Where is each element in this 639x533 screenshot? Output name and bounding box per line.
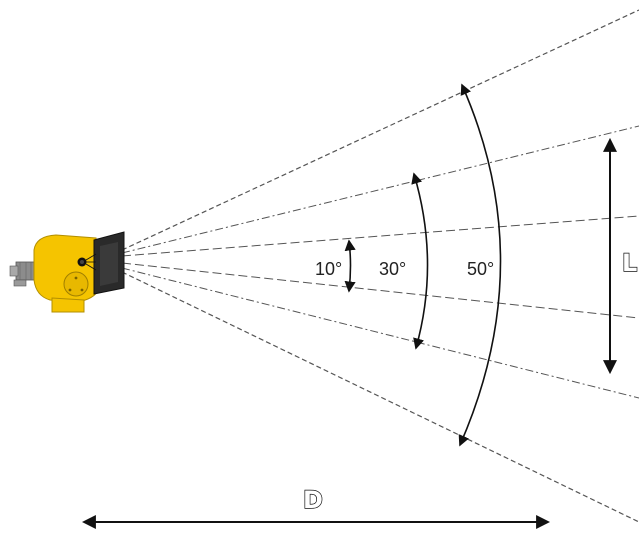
flame-detector-icon [9, 231, 125, 313]
arc-30-degrees [411, 172, 429, 350]
beam-50-upper-line [121, 9, 639, 251]
beam-30-upper-line [121, 125, 639, 254]
arc-10-degrees [344, 239, 356, 293]
beam-lines [121, 9, 639, 523]
beam-10-lower-line [121, 262, 639, 319]
angle-label-50: 50° [467, 259, 494, 279]
beam-50-lower-line [121, 271, 639, 523]
distance-label: D [303, 486, 323, 514]
beam-10-upper-line [121, 215, 639, 257]
angle-label-30: 30° [379, 259, 406, 279]
angle-label-10: 10° [315, 259, 342, 279]
beam-30-lower-line [121, 267, 639, 399]
width-label: L [622, 249, 637, 277]
detector-dial [63, 271, 89, 297]
detector-base [51, 297, 85, 313]
detector-rear-mount [9, 261, 37, 287]
angle-arcs [344, 83, 502, 447]
arc-50-degrees [458, 83, 502, 447]
